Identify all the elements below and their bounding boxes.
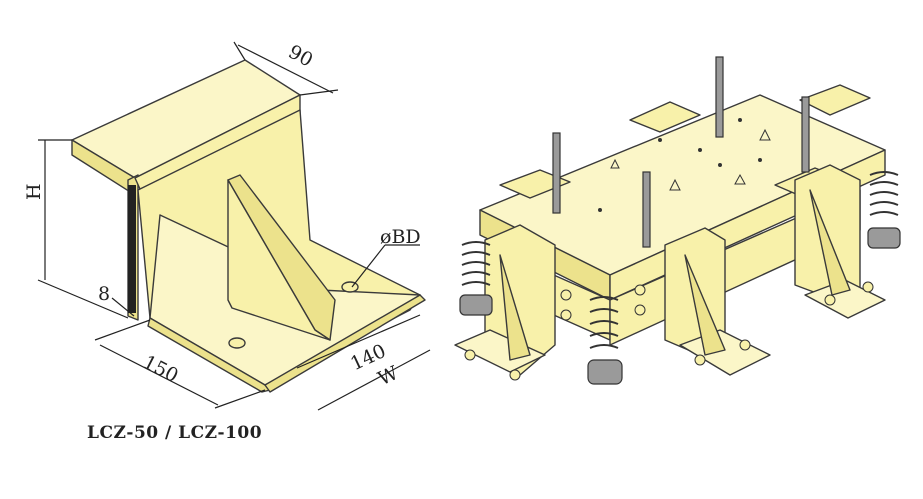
corner-bracket [454,224,556,376]
bracket-base-edge [147,317,271,393]
bolt-hole [341,281,359,293]
dim-thickness: 8 [98,283,110,305]
spring-mount [867,171,901,249]
bracket-base-edge [264,294,426,393]
bolt-heads [464,281,874,381]
dim-base-depth: 150 [139,351,181,387]
dim-width: W [375,362,402,390]
threaded-rod [642,171,651,248]
bracket-edge [128,185,136,313]
top-pad [799,84,871,116]
threaded-rod [715,56,724,138]
threaded-rod [801,96,810,173]
bolt-hole [228,337,246,349]
corner-bracket [664,227,771,376]
dim-top-width: 90 [285,41,317,72]
frame-markings [598,118,771,212]
dimension-lines [37,41,431,411]
model-caption: LCZ-50 / LCZ-100 [87,423,263,443]
dim-bolt-diameter: øBD [380,226,421,248]
top-pad [629,101,701,133]
bracket-gusset-face [227,179,331,341]
corner-bracket [794,164,886,319]
threaded-rod [552,132,561,214]
spring-mount [587,296,623,385]
spring-mount [459,241,493,316]
isolator-assembly-drawing [454,56,901,385]
dim-height: H [23,183,45,200]
angle-bracket-drawing: 90 H 8 150 140 W øBD [23,41,431,411]
